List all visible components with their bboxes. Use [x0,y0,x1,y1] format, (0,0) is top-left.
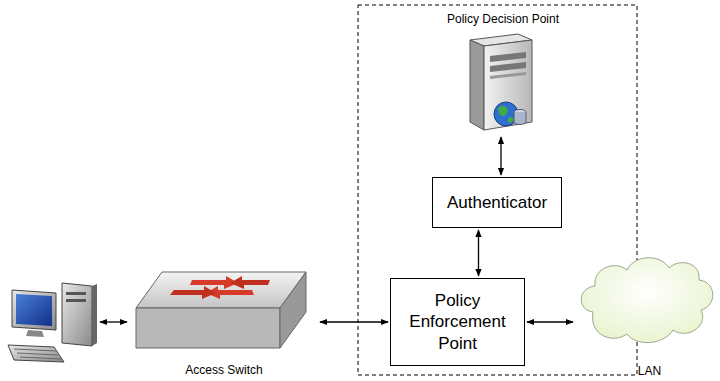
server-icon [440,8,560,135]
box-label: Policy Enforcement Point [397,290,518,354]
connector-arrow [478,230,479,276]
connector-arrow [320,321,388,322]
node-label: Access Switch [130,363,318,377]
switch-icon [130,262,312,362]
server-node: Policy Decision Point [440,8,566,135]
switch-node: Access Switch [130,262,318,379]
node-label: LAN [575,364,720,378]
connector-arrow [500,137,501,175]
node-label: Policy Decision Point [440,12,566,26]
process-box: Policy Enforcement Point [390,278,525,366]
box-label: Authenticator [447,192,547,213]
cloud-node: LAN [575,250,720,378]
connector-arrow [527,321,573,322]
cloud-shape [575,250,718,350]
process-box: Authenticator [432,177,562,228]
computer-icon [8,283,97,362]
wire-arrow [100,321,127,322]
